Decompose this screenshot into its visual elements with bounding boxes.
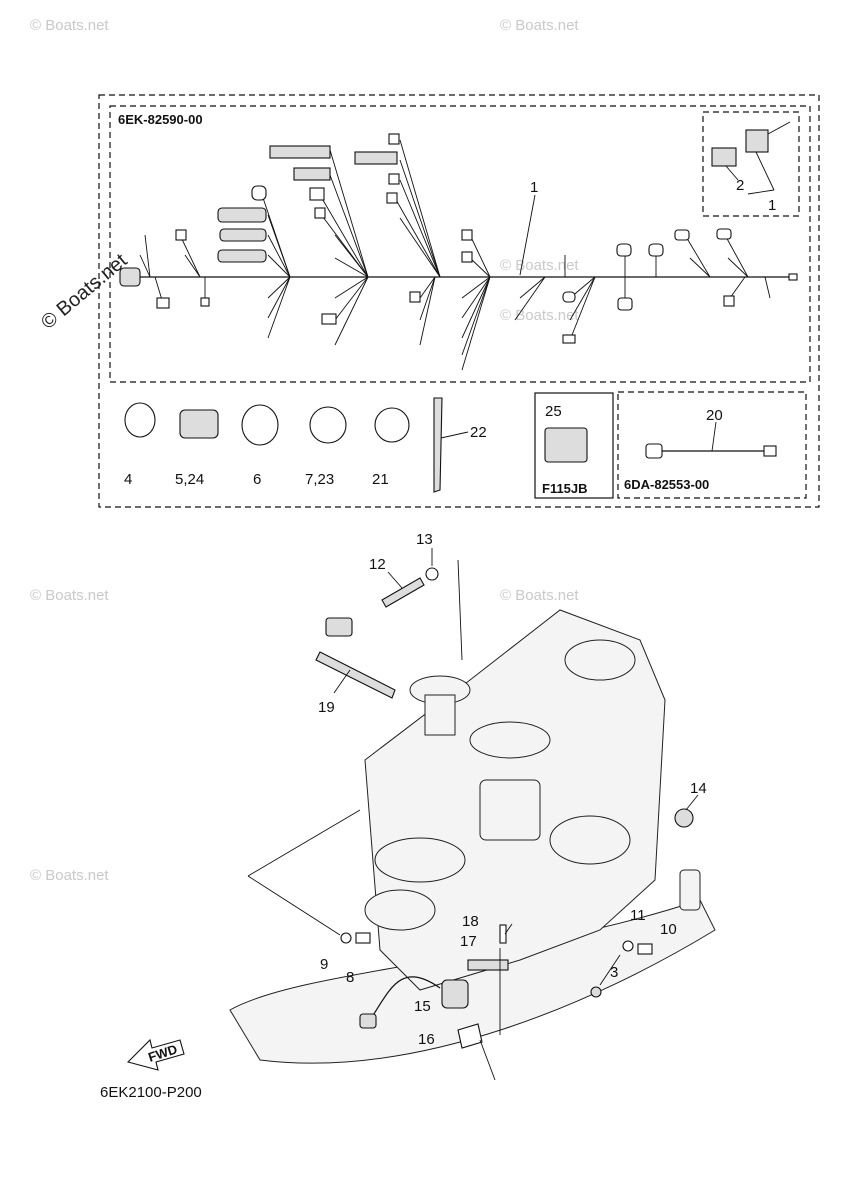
engine-parts — [315, 567, 694, 1049]
clamp-21-icon — [374, 407, 410, 443]
cable-tie-icon — [433, 397, 443, 493]
sub-harness-code: 6DA-82553-00 — [624, 477, 709, 492]
engine-block — [229, 609, 716, 1064]
clamp-6-icon — [241, 404, 279, 446]
bolt-8-icon — [355, 932, 371, 944]
callout-14: 14 — [690, 780, 707, 797]
watermark: © Boats.net — [500, 587, 579, 604]
harness-box — [109, 105, 811, 383]
callout-20: 20 — [706, 407, 723, 424]
callout-7-23: 7,23 — [305, 471, 334, 488]
kit-outer-box — [98, 94, 820, 508]
callout-8: 8 — [346, 969, 354, 986]
callout-18: 18 — [462, 913, 479, 930]
callout-13: 13 — [416, 531, 433, 548]
callout-25: 25 — [545, 403, 562, 420]
callout-10: 10 — [660, 921, 677, 938]
callout-9: 9 — [320, 956, 328, 973]
callout-1: 1 — [530, 179, 538, 196]
callout-12: 12 — [369, 556, 386, 573]
watermark: © Boats.net — [500, 17, 579, 34]
clamp-5-icon — [179, 409, 219, 439]
callout-2: 2 — [736, 177, 744, 194]
grommet-16-icon — [457, 1023, 483, 1049]
bracket-17-icon — [467, 959, 509, 971]
callout-17: 17 — [460, 933, 477, 950]
connector-1-icon — [745, 129, 769, 153]
relay-box — [534, 392, 614, 499]
sensor-12-icon — [381, 577, 425, 608]
sub-harness-plug-icon — [645, 443, 663, 459]
watermark-main: © Boats.net — [37, 249, 132, 333]
relay-25-icon — [544, 427, 588, 463]
callout-5-24: 5,24 — [175, 471, 204, 488]
wire-harness — [119, 133, 798, 371]
watermark: © Boats.net — [30, 17, 109, 34]
callout-16: 16 — [418, 1031, 435, 1048]
callout-4: 4 — [124, 471, 132, 488]
sub-harness-box — [617, 391, 807, 499]
callout-19: 19 — [318, 699, 335, 716]
watermark: © Boats.net — [30, 867, 109, 884]
callout-22: 22 — [470, 424, 487, 441]
model-code: F115JB — [542, 481, 588, 496]
screw-3-icon — [590, 986, 602, 998]
callout-11: 11 — [630, 907, 646, 924]
harness-code: 6EK-82590-00 — [118, 112, 203, 127]
bolt-10-icon — [637, 943, 653, 955]
watermark: © Boats.net — [500, 257, 579, 274]
washer-9-icon — [340, 932, 352, 944]
clamp-4-icon — [124, 402, 156, 438]
harness-plug-icon — [119, 267, 141, 287]
washer-11-icon — [622, 940, 634, 952]
callout-3: 3 — [610, 964, 618, 981]
watermark: © Boats.net — [30, 587, 109, 604]
sensor-19-icon — [315, 651, 396, 699]
bolt-18-icon — [499, 924, 507, 944]
clamp-7-icon — [309, 406, 347, 444]
sensor-14-icon — [674, 808, 694, 828]
watermark: © Boats.net — [500, 307, 579, 324]
callout-6: 6 — [253, 471, 261, 488]
connector-2-icon — [711, 147, 737, 167]
callout-1-sub: 1 — [768, 197, 776, 214]
callout-21: 21 — [372, 471, 389, 488]
fwd-arrow-icon — [126, 1038, 185, 1071]
connector-15-icon — [441, 979, 469, 1009]
diagram-id: 6EK2100-P200 — [100, 1084, 202, 1101]
leader-lines — [247, 548, 699, 1081]
clamps-row — [124, 397, 469, 493]
fwd-arrow: FWD — [126, 1038, 185, 1071]
callout-15: 15 — [414, 998, 431, 1015]
